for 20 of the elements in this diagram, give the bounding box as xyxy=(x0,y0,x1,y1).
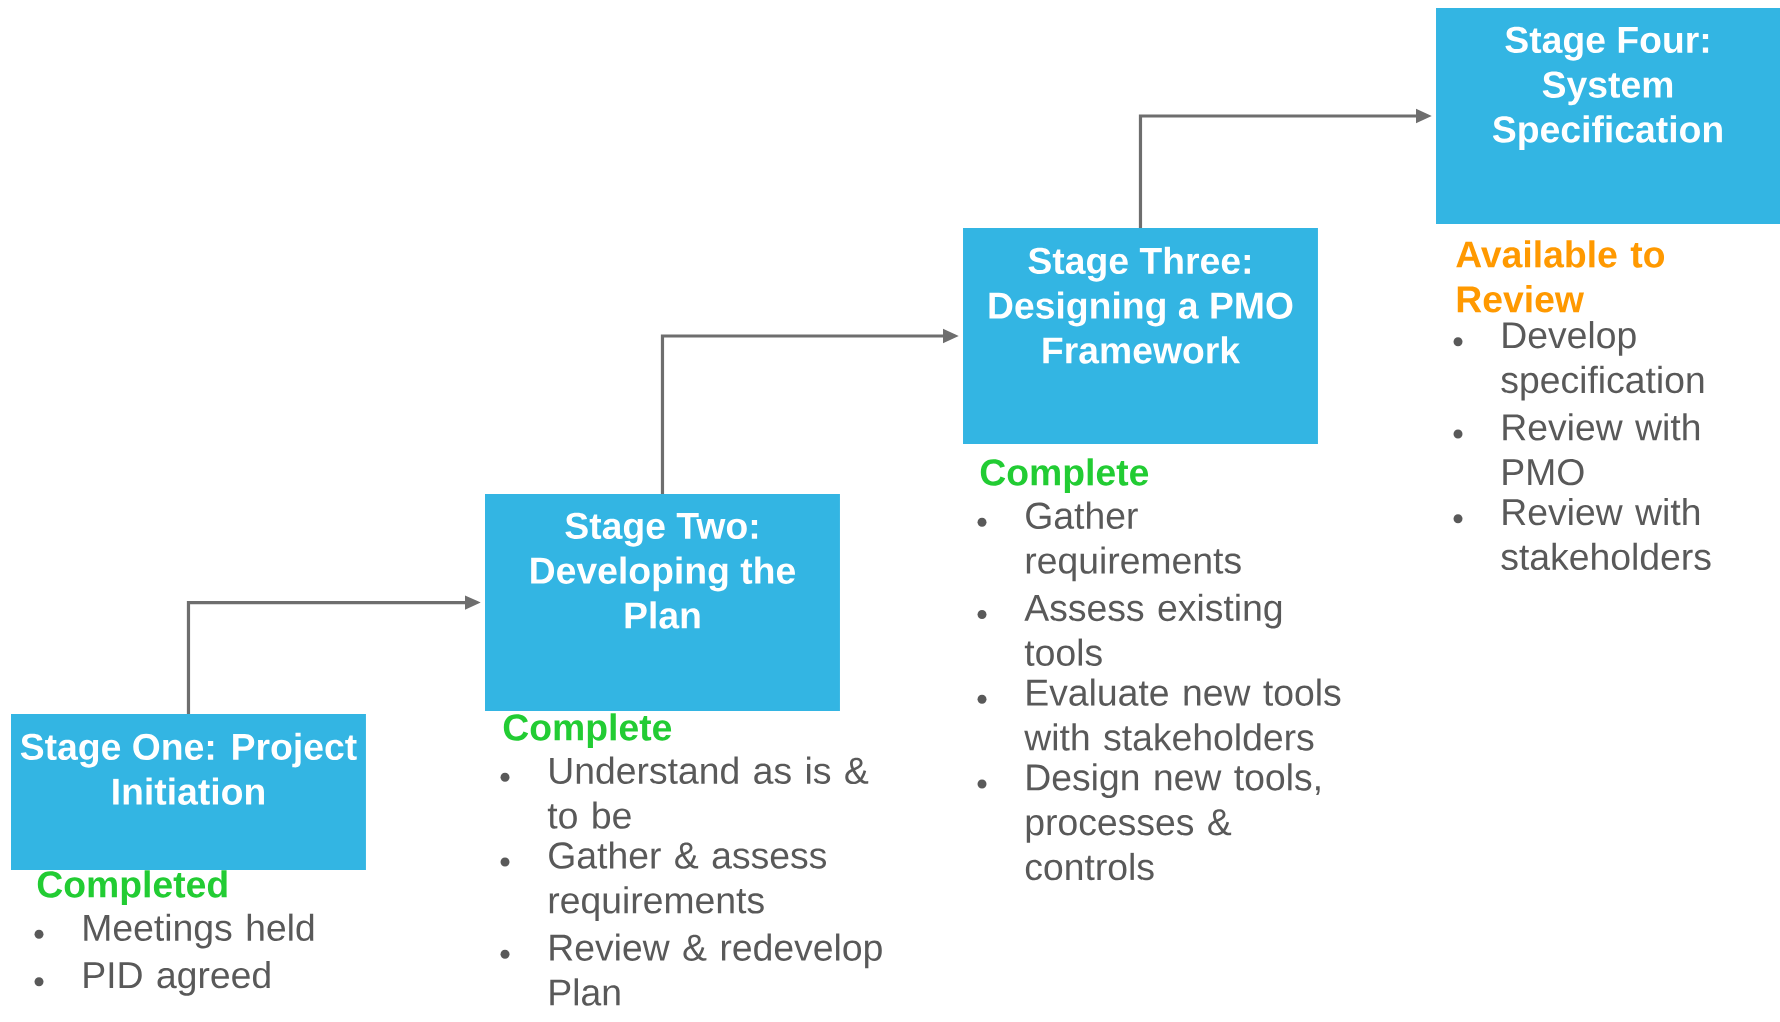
status-label: Complete xyxy=(503,713,672,749)
stage-box: Stage One: Project Initiation xyxy=(11,714,366,870)
bullet-item: Meetings held xyxy=(84,913,314,949)
bullet-item: Assess existing tools xyxy=(1024,593,1282,666)
bullet-item: Develop specification xyxy=(1501,321,1704,401)
bullet-item: PID agreed xyxy=(84,960,270,996)
bullet-item: Gather requirements xyxy=(1026,501,1241,582)
bullet-item: Evaluate new tools with stakeholders xyxy=(1024,678,1341,751)
status-label: Complete xyxy=(980,458,1149,494)
bullet-item: Review with stakeholders xyxy=(1501,497,1711,571)
stage-box: Stage Four: System Specification xyxy=(1436,8,1780,224)
bullet-item: Understand as is & to be xyxy=(547,756,869,829)
status-label: Completed xyxy=(37,870,227,906)
stage-box: Stage Two: Developing the Plan xyxy=(485,494,840,712)
bullet-item: Review with PMO xyxy=(1503,413,1700,486)
bullet-item: Gather & assess requirements xyxy=(549,841,826,921)
stage-box: Stage Three: Designing a PMO Framework xyxy=(963,228,1318,444)
bullet-item: Review & redevelop Plan xyxy=(550,933,882,1006)
bullet-item: Design new tools, processes & controls xyxy=(1025,763,1320,881)
status-label: Available to Review xyxy=(1456,240,1665,313)
